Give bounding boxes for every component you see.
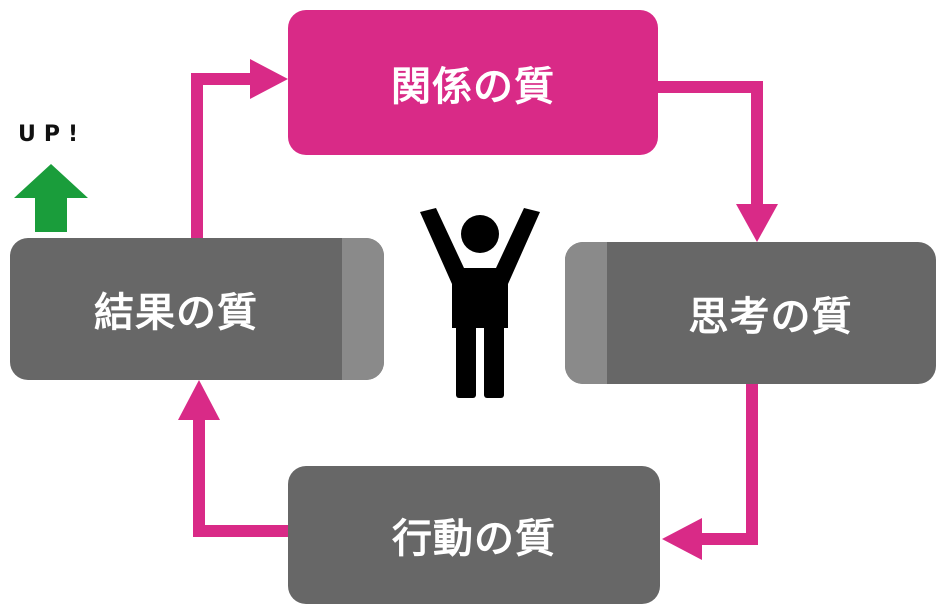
up-label: UP! xyxy=(18,122,87,147)
node-stripe xyxy=(342,238,384,380)
connector-relationship-to-thinking xyxy=(658,81,778,242)
person-raised-arms-icon xyxy=(420,208,540,398)
node-label: 思考の質 xyxy=(688,294,853,340)
node-action-quality: 行動の質 xyxy=(288,466,660,604)
arrowhead-into-thinking xyxy=(736,204,778,242)
arrowhead-into-relationship xyxy=(250,59,288,99)
up-arrow-icon xyxy=(14,164,88,232)
node-stripe xyxy=(565,242,607,384)
arrowhead-into-action xyxy=(662,518,702,560)
node-thinking-quality: 思考の質 xyxy=(565,242,936,384)
node-relationship-quality: 関係の質 xyxy=(288,10,658,155)
node-label: 行動の質 xyxy=(392,516,556,562)
node-label: 結果の質 xyxy=(94,290,258,336)
connector-action-to-result xyxy=(178,380,288,537)
node-result-quality: 結果の質 xyxy=(10,238,384,380)
arrowhead-into-result xyxy=(178,380,220,420)
connector-thinking-to-action xyxy=(662,384,758,560)
node-label: 関係の質 xyxy=(391,63,555,110)
connector-result-to-relationship xyxy=(191,59,288,238)
